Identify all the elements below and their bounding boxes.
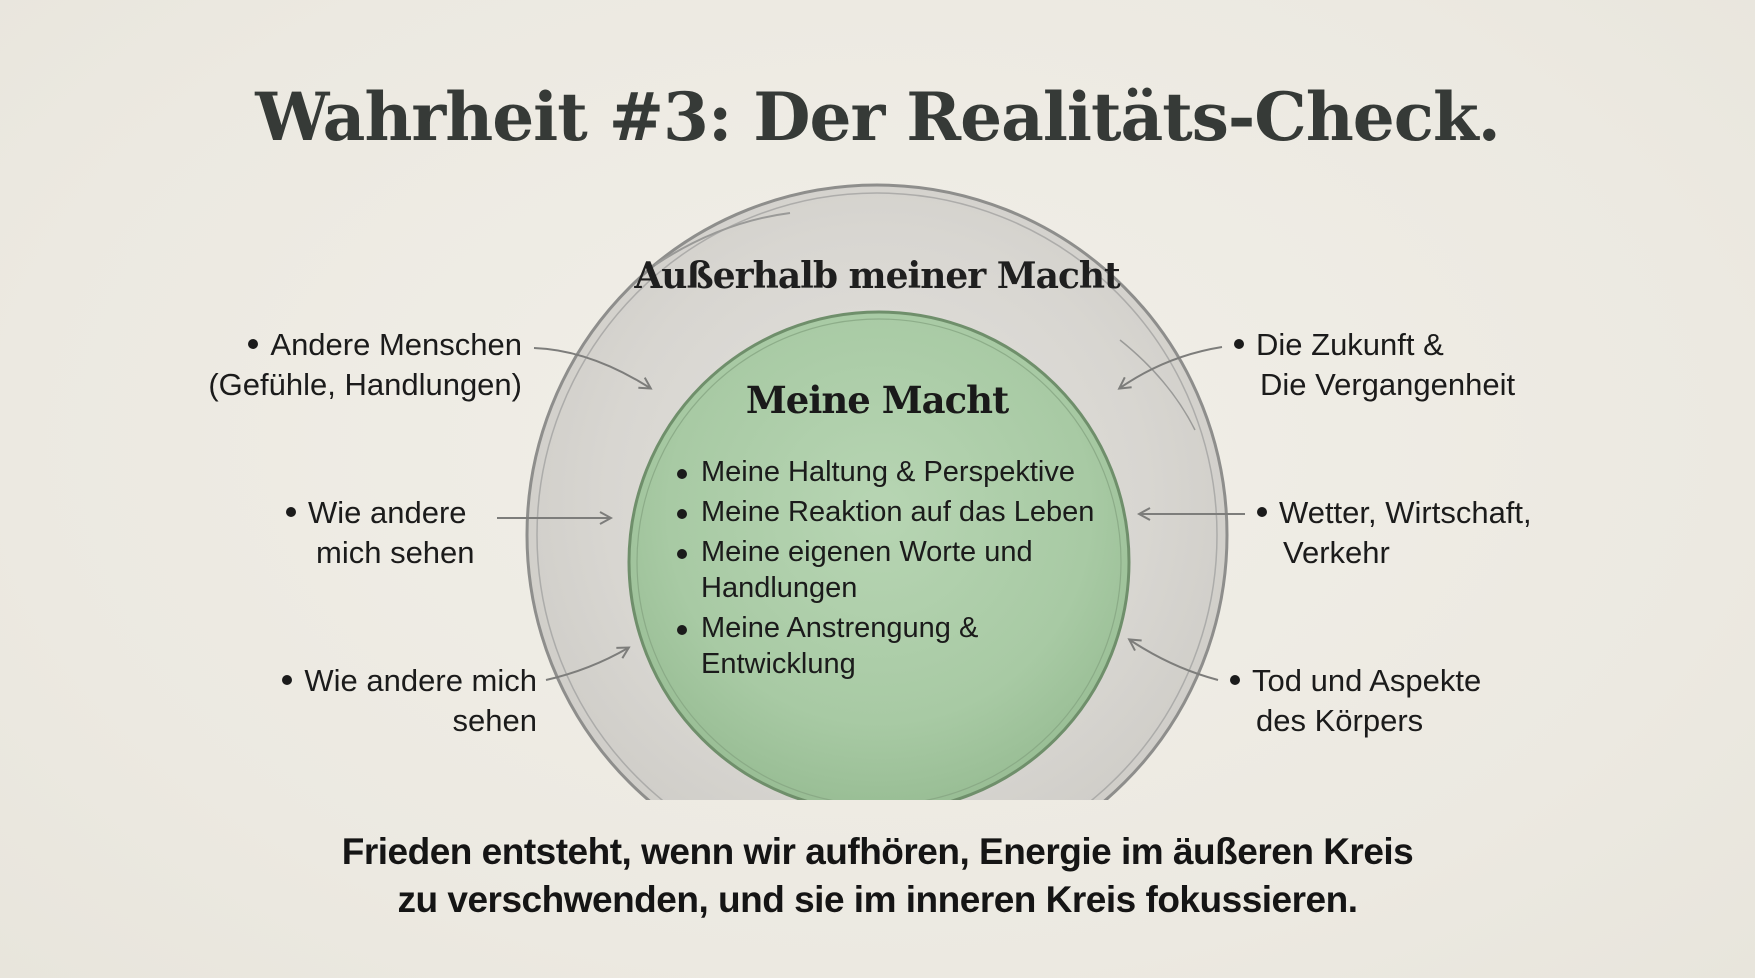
bullet-icon	[1230, 674, 1240, 685]
outside-item-left-2: Wie andere mich sehen	[286, 493, 506, 573]
bullet-icon	[282, 674, 293, 685]
outside-item-right-1: Die Zukunft & Die Vergangenheit	[1234, 325, 1594, 405]
outside-item-left-1: Andere Menschen (Gefühle, Handlungen)	[208, 327, 522, 402]
conclusion-text: Frieden entsteht, wenn wir aufhören, Ene…	[341, 831, 1414, 920]
slide-title: Wahrheit #3: Der Realitäts-Check.	[255, 78, 1500, 156]
outer-circle-label: Außerhalb meiner Macht	[634, 255, 1120, 297]
arrow-left-3	[545, 648, 628, 681]
outside-item-right-2: Wetter, Wirtschaft, Verkehr	[1257, 493, 1617, 573]
inner-circle	[627, 310, 1131, 800]
inner-item: Meine Anstrengung & Entwicklung	[673, 610, 1031, 682]
inner-item: Meine eigenen Worte und Handlungen	[673, 534, 1061, 606]
inner-item: Meine Reaktion auf das Leben	[673, 494, 1113, 530]
inner-item: Meine Haltung & Perspektive	[673, 454, 1113, 490]
arrow-right-3	[1130, 640, 1219, 681]
inner-circle-label: Meine Macht	[745, 378, 1009, 422]
inner-circle-list: Meine Haltung & Perspektive Meine Reakti…	[673, 454, 1113, 686]
bullet-icon	[286, 506, 296, 517]
arrow-right-1	[1120, 346, 1223, 388]
outside-item-left-3: Wie andere mich sehen	[220, 661, 537, 741]
bullet-icon	[248, 338, 259, 349]
bullet-icon	[1234, 338, 1244, 349]
bullet-icon	[1257, 506, 1267, 517]
arrow-left-1	[533, 347, 650, 388]
outside-item-right-3: Tod und Aspekte des Körpers	[1230, 661, 1590, 741]
